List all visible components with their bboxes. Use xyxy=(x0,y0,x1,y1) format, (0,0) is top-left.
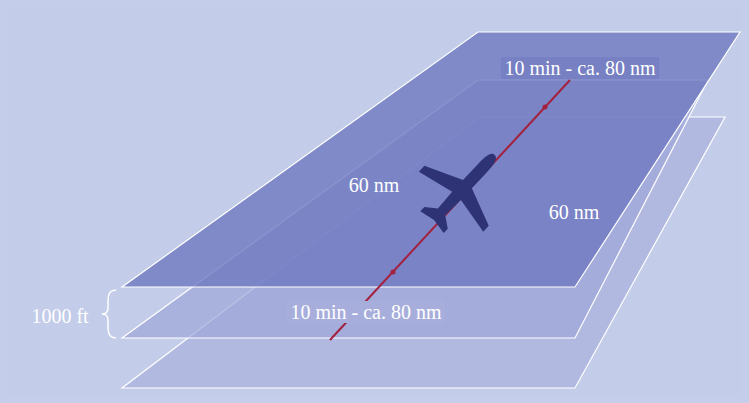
width-label: 60 nm xyxy=(546,201,603,223)
track-marker xyxy=(391,270,396,275)
width-label: 60 nm xyxy=(346,174,403,196)
separation-label: 1000 ft xyxy=(28,305,91,327)
track-marker xyxy=(543,105,548,110)
height-bracket xyxy=(102,290,116,338)
upper-flight-level xyxy=(122,32,740,287)
background-panel xyxy=(8,8,741,395)
time-distance-label: 10 min - ca. 80 nm xyxy=(287,301,444,323)
airplane-symbol xyxy=(400,125,527,252)
time-distance-label: 10 min - ca. 80 nm xyxy=(501,57,658,79)
